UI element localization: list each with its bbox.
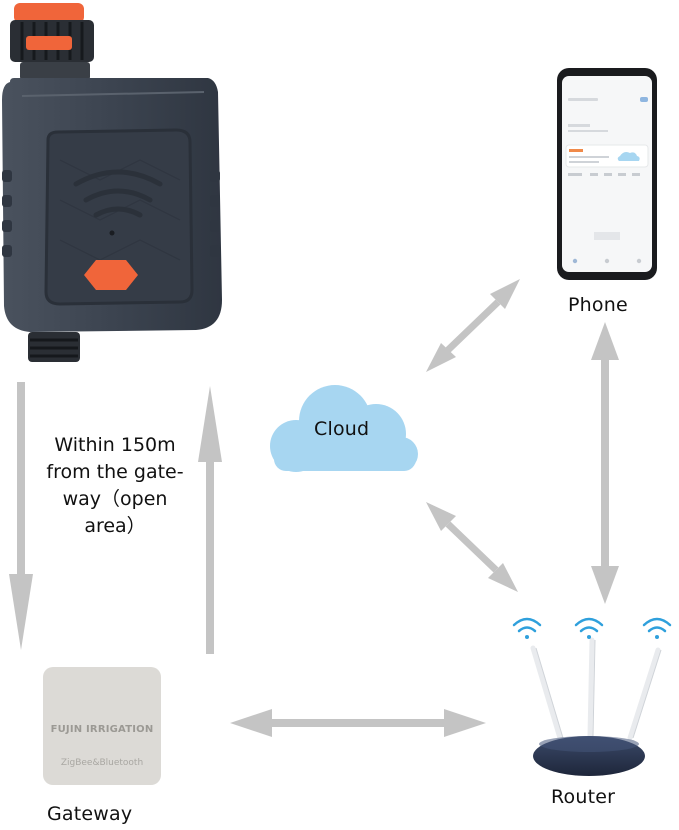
arrow-phone-router [591,322,619,604]
cloud-shape [270,385,418,472]
valve-cap [14,3,84,23]
valve-ring [26,36,72,50]
gateway-label: Gateway [47,803,133,825]
router-label: Router [551,786,616,808]
router-wifi-icon-center [574,617,604,639]
range-note: Within 150m from the gate- way（open area… [30,432,200,540]
device-wifi-icon [73,169,163,218]
gateway-subtitle-text: ZigBee&Bluetooth [60,758,144,768]
phone-device [557,68,657,280]
arrow-gateway-to-device [198,386,222,654]
phone-label: Phone [568,294,628,316]
range-note-line-1: Within 150m [54,434,176,456]
water-timer-device [2,3,222,362]
router-wifi-icon-left [512,617,542,639]
router-wifi-icon-right [642,617,672,639]
cloud-label: Cloud [314,418,370,440]
gateway-device [43,667,161,785]
range-note-line-4: area） [84,515,146,537]
valve-front-panel [44,128,194,306]
arrow-device-to-gateway [9,382,33,650]
valve-button [84,260,138,290]
range-note-line-3: way（open [62,488,168,510]
arrow-cloud-phone [426,279,520,372]
gateway-box [43,667,161,785]
range-note-line-2: from the gate- [46,461,184,483]
gateway-brand-text: FUJIN IRRIGATION [50,724,154,735]
arrow-gateway-router [230,709,486,737]
router-device [512,617,672,776]
arrow-cloud-router [426,502,518,592]
